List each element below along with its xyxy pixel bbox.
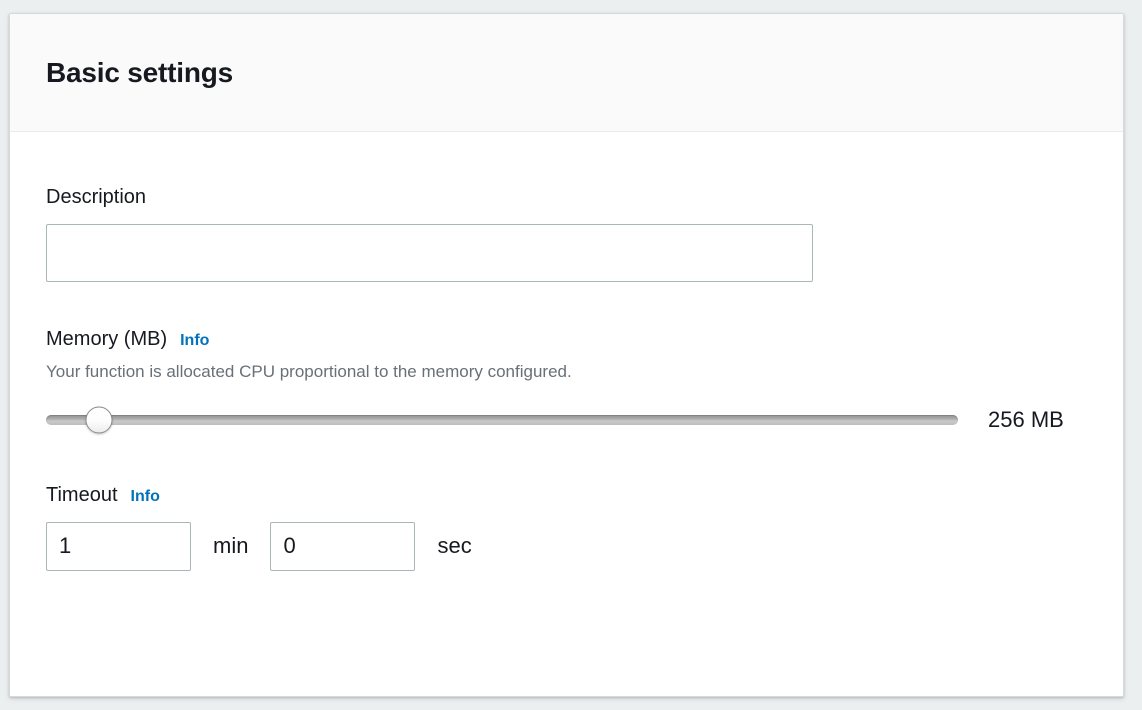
timeout-info-link[interactable]: Info <box>130 487 160 505</box>
memory-value-display: 256 MB <box>988 406 1064 432</box>
timeout-seconds-unit-label: sec <box>437 533 472 559</box>
timeout-seconds-input[interactable] <box>270 521 416 571</box>
timeout-minutes-input[interactable] <box>46 521 191 571</box>
memory-label-row: Memory (MB) Info <box>46 326 1087 352</box>
timeout-inputs-row: min sec <box>46 521 1087 571</box>
memory-slider-row: 256 MB <box>46 406 1087 434</box>
timeout-label: Timeout <box>46 483 118 506</box>
page-title: Basic settings <box>46 56 234 88</box>
description-form-group: Description <box>46 184 1087 282</box>
timeout-minutes-unit-label: min <box>213 533 249 559</box>
timeout-form-group: Timeout Info min sec <box>46 482 1087 571</box>
memory-hint-text: Your function is allocated CPU proportio… <box>46 362 572 381</box>
panel-header: Basic settings <box>10 14 1123 132</box>
memory-label: Memory (MB) <box>46 328 168 350</box>
memory-form-group: Memory (MB) Info Your function is alloca… <box>46 326 1087 434</box>
panel-body: Description Memory (MB) Info Your functi… <box>10 132 1123 571</box>
memory-slider-thumb[interactable] <box>85 406 113 434</box>
description-label-row: Description <box>46 184 1087 210</box>
memory-info-link[interactable]: Info <box>180 332 210 349</box>
description-input[interactable] <box>46 224 813 282</box>
memory-slider[interactable] <box>46 406 958 434</box>
description-label: Description <box>46 186 147 208</box>
basic-settings-panel: Basic settings Description Memory (MB) I… <box>9 13 1124 697</box>
memory-slider-track[interactable] <box>46 414 958 425</box>
timeout-label-row: Timeout Info <box>46 482 1087 508</box>
